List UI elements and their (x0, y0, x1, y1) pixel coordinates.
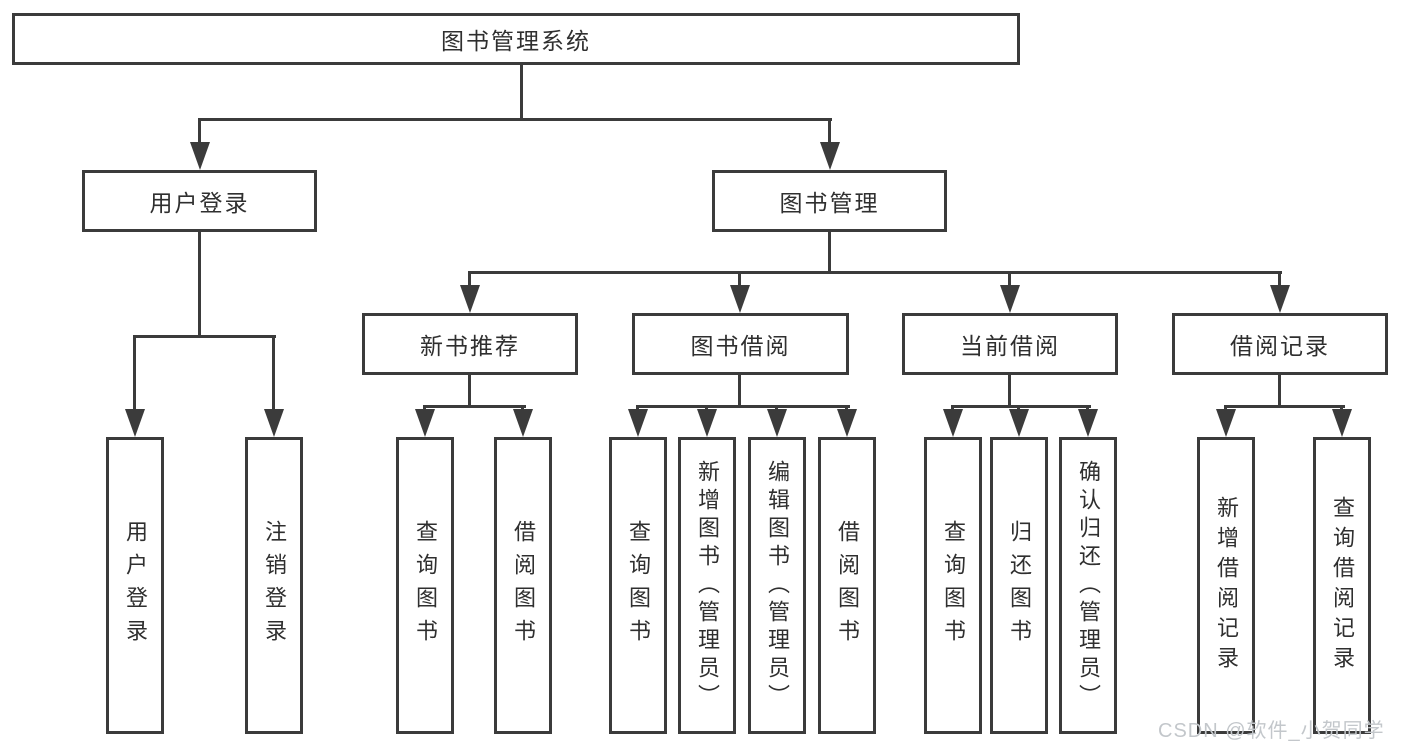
arrow-down-icon (190, 142, 210, 170)
node-root: 图书管理系统 (12, 13, 1020, 65)
arrow-down-icon (837, 409, 857, 437)
connector-line (468, 271, 1282, 274)
arrow-down-icon (767, 409, 787, 437)
arrow-down-icon (1216, 409, 1236, 437)
connector-line (468, 373, 471, 408)
node-borrowing-records: 借阅记录 (1172, 313, 1388, 375)
arrow-down-icon (1332, 409, 1352, 437)
node-book-management: 图书管理 (712, 170, 947, 232)
node-add-book-admin: 新增图书（管理员） (678, 437, 736, 734)
connector-line (738, 271, 741, 289)
arrow-down-icon (1009, 409, 1029, 437)
arrow-down-icon (628, 409, 648, 437)
connector-line (133, 335, 136, 414)
connector-line (738, 373, 741, 408)
connector-line (636, 405, 850, 408)
arrow-down-icon (125, 409, 145, 437)
connector-line (828, 118, 831, 146)
arrow-down-icon (513, 409, 533, 437)
node-return-book: 归还图书 (990, 437, 1048, 734)
connector-line (1278, 373, 1281, 408)
node-borrow-books-2: 借阅图书 (818, 437, 876, 734)
connector-line (1224, 405, 1345, 408)
arrow-down-icon (1078, 409, 1098, 437)
connector-line (198, 230, 201, 338)
node-user-login-action: 用户登录 (106, 437, 164, 734)
arrow-down-icon (820, 142, 840, 170)
node-add-borrow-record: 新增借阅记录 (1197, 437, 1255, 734)
node-confirm-return-admin: 确认归还（管理员） (1059, 437, 1117, 734)
node-book-borrowing: 图书借阅 (632, 313, 849, 375)
node-borrow-books-1: 借阅图书 (494, 437, 552, 734)
connector-line (828, 230, 831, 274)
arrow-down-icon (943, 409, 963, 437)
arrow-down-icon (1000, 285, 1020, 313)
node-new-book-recommendation: 新书推荐 (362, 313, 578, 375)
connector-line (951, 405, 1091, 408)
connector-line (1008, 373, 1011, 408)
node-query-books-1: 查询图书 (396, 437, 454, 734)
connector-line (468, 271, 471, 289)
node-current-borrowing: 当前借阅 (902, 313, 1118, 375)
node-query-books-2: 查询图书 (609, 437, 667, 734)
arrow-down-icon (697, 409, 717, 437)
node-edit-book-admin: 编辑图书（管理员） (748, 437, 806, 734)
node-user-login: 用户登录 (82, 170, 317, 232)
node-logout-action: 注销登录 (245, 437, 303, 734)
connector-line (1008, 271, 1011, 289)
node-query-books-3: 查询图书 (924, 437, 982, 734)
arrow-down-icon (415, 409, 435, 437)
connector-line (272, 335, 275, 414)
node-query-borrow-record: 查询借阅记录 (1313, 437, 1371, 734)
connector-line (423, 405, 526, 408)
connector-line (133, 335, 276, 338)
arrow-down-icon (730, 285, 750, 313)
arrow-down-icon (460, 285, 480, 313)
arrow-down-icon (264, 409, 284, 437)
connector-line (198, 118, 201, 146)
connector-line (1278, 271, 1281, 289)
connector-line (520, 64, 523, 121)
watermark: CSDN @软件_小贺同学 (1158, 720, 1385, 742)
connector-line (198, 118, 832, 121)
arrow-down-icon (1270, 285, 1290, 313)
